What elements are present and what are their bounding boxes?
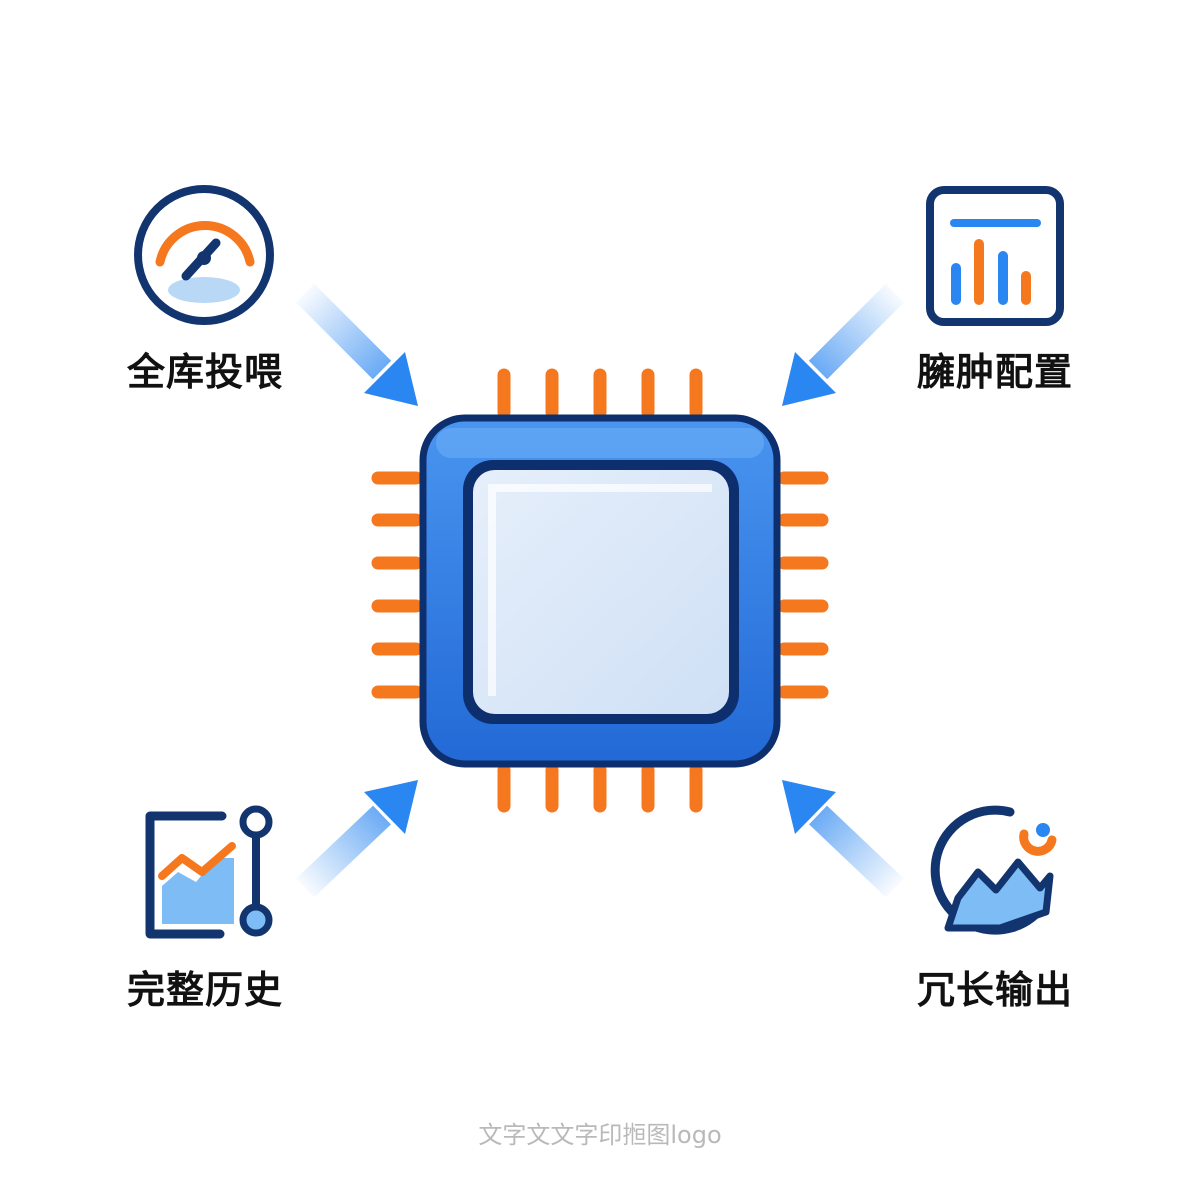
chip-pins-top [497,368,703,419]
chip-inner-panel [473,470,729,714]
arrow-icon [295,283,418,406]
chip-highlight [436,428,764,458]
label-full-history: 完整历史 [126,968,283,1012]
label-verbose-output: 冗长输出 [916,968,1073,1012]
chip-pins-right [777,471,829,699]
bar-chart-icon [926,186,1064,326]
chip-pins-left [371,471,423,699]
arrow-icon [782,780,904,898]
arrow-icon [296,780,418,898]
label-full-repo-feeding: 全库投喂 [126,350,283,394]
speedometer-icon [134,185,274,325]
label-bloated-config: 臃肿配置 [916,350,1073,394]
landscape-chat-bubble-icon [930,805,1057,935]
arrow-icon [782,283,905,406]
watermark-text: 文字文文字印搄图logo [478,1121,722,1149]
line-chart-history-icon [145,805,273,939]
chip-pins-bottom [497,763,703,813]
cpu-chip-icon [371,368,829,813]
